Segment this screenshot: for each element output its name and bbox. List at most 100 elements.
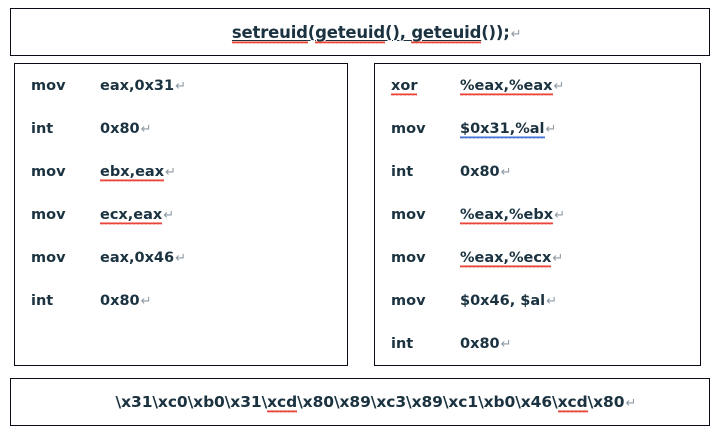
instruction-operand: eax,0x31 [100,78,174,94]
c-source-line-segment: geteuid [411,22,482,44]
mnemonic-text: int [31,121,54,137]
mnemonic-text: mov [391,207,426,223]
operand-text: $0x46, $al [460,293,546,309]
operand-text: 0x80 [460,336,500,352]
instruction-mnemonic: int [31,293,100,309]
instruction-operand: ebx,eax [100,164,165,182]
instruction-operand: 0x80 [460,336,500,352]
paragraph-mark-icon: ↵ [625,396,637,411]
instruction-mnemonic: xor [391,78,460,96]
intel-assembly-row: int 0x80↵ [15,121,347,164]
instruction-operand: eax,0x46 [100,250,174,266]
instruction-mnemonic: int [391,336,460,352]
instruction-mnemonic: mov [391,293,460,309]
operand-text: 0x80 [460,164,500,180]
intel-assembly-row: mov eax,0x46↵ [15,250,347,293]
mnemonic-text: int [391,336,414,352]
c-source-line-text: setreuid(geteuid(), geteuid());↵ [199,4,522,61]
c-source-line-segment: setreuid [231,22,308,44]
shellcode-bytes-box: \x31\xc0\xb0\x31\xcd\x80\x89\xc3\x89\xc1… [10,378,710,426]
att-assembly-row: int 0x80↵ [375,336,700,379]
instruction-mnemonic: int [31,121,100,137]
mnemonic-text: mov [391,250,426,266]
paragraph-mark-icon: ↵ [163,208,175,223]
att-assembly-row: mov %eax,%ecx↵ [375,250,700,293]
intel-assembly-row: int 0x80↵ [15,293,347,336]
att-assembly-row: mov $0x46, $al↵ [375,293,700,336]
paragraph-mark-icon: ↵ [552,251,564,266]
mnemonic-text: mov [31,78,66,94]
operand-text: $0x31,%al [460,121,545,139]
instruction-operand: 0x80 [100,293,140,309]
intel-assembly-row: mov eax,0x31↵ [15,78,347,121]
c-source-line-segment: geteuid [315,22,386,44]
mnemonic-text: mov [31,207,66,223]
mnemonic-text: int [31,293,54,309]
instruction-operand: %eax,%eax [460,78,553,96]
shellcode-segment: \x80 [587,393,625,411]
paragraph-mark-icon: ↵ [165,165,176,180]
c-source-line-segment: (), [385,22,412,42]
operand-text: %eax,%ecx [460,250,552,268]
operand-text: eax,0x46 [100,250,175,266]
paragraph-mark-icon: ↵ [553,79,565,94]
mnemonic-text: mov [391,121,426,137]
att-assembly-row: int 0x80↵ [375,164,700,207]
shellcode-segments: \x31\xc0\xb0\x31\xcd\x80\x89\xc3\x89\xc1… [116,393,625,413]
instruction-mnemonic: mov [31,78,100,94]
intel-assembly-row: mov ecx,eax↵ [15,207,347,250]
mnemonic-text: int [391,164,414,180]
instruction-operand: $0x31,%al [460,121,545,139]
instruction-operand: %eax,%ecx [460,250,552,268]
instruction-operand: %eax,%ebx [460,207,554,225]
paragraph-mark-icon: ↵ [510,26,522,42]
instruction-operand: 0x80 [460,164,500,180]
paragraph-mark-icon: ↵ [546,294,558,309]
instruction-mnemonic: mov [391,207,460,223]
operand-text: %eax,%eax [460,78,553,96]
paragraph-mark-icon: ↵ [140,294,152,309]
shellcode-bytes-text: \x31\xc0\xb0\x31\xcd\x80\x89\xc3\x89\xc1… [84,375,636,429]
operand-text: ebx,eax [100,164,165,182]
operand-text: 0x80 [100,293,140,309]
operand-text: eax,0x31 [100,78,175,94]
instruction-operand: 0x80 [100,121,140,137]
c-source-line-segments: setreuid(geteuid(), geteuid()); [231,22,510,44]
shellcode-segment: xcd [267,393,298,413]
operand-text: ecx,eax [100,207,163,225]
operand-text: 0x80 [100,121,140,137]
shellcode-segment: xcd [557,393,588,413]
instruction-mnemonic: int [391,164,460,180]
att-assembly-row: mov %eax,%ebx↵ [375,207,700,250]
instruction-mnemonic: mov [31,164,100,180]
c-source-line-segment: ()); [481,22,510,42]
shellcode-segment: \x31\xc0\xb0\x31\ [115,393,268,411]
paragraph-mark-icon: ↵ [500,337,512,352]
instruction-mnemonic: mov [31,207,100,223]
mnemonic-text: xor [391,78,418,96]
instruction-operand: ecx,eax [100,207,163,225]
operand-text: %eax,%ebx [460,207,554,225]
c-source-line-box: setreuid(geteuid(), geteuid());↵ [10,8,710,56]
paragraph-mark-icon: ↵ [500,165,512,180]
shellcode-segment: \x80\x89\xc3\x89\xc1\xb0\x46\ [297,393,558,411]
paragraph-mark-icon: ↵ [175,79,187,94]
mnemonic-text: mov [31,164,66,180]
paragraph-mark-icon: ↵ [545,122,557,137]
paragraph-mark-icon: ↵ [175,251,187,266]
instruction-mnemonic: mov [391,250,460,266]
paragraph-mark-icon: ↵ [554,208,566,223]
mnemonic-text: mov [391,293,426,309]
paragraph-mark-icon: ↵ [140,122,152,137]
mnemonic-text: mov [31,250,66,266]
instruction-mnemonic: mov [31,250,100,266]
instruction-operand: $0x46, $al [460,293,545,309]
c-source-line-segment: ( [307,22,316,42]
instruction-mnemonic: mov [391,121,460,137]
att-assembly-row: mov $0x31,%al↵ [375,121,700,164]
